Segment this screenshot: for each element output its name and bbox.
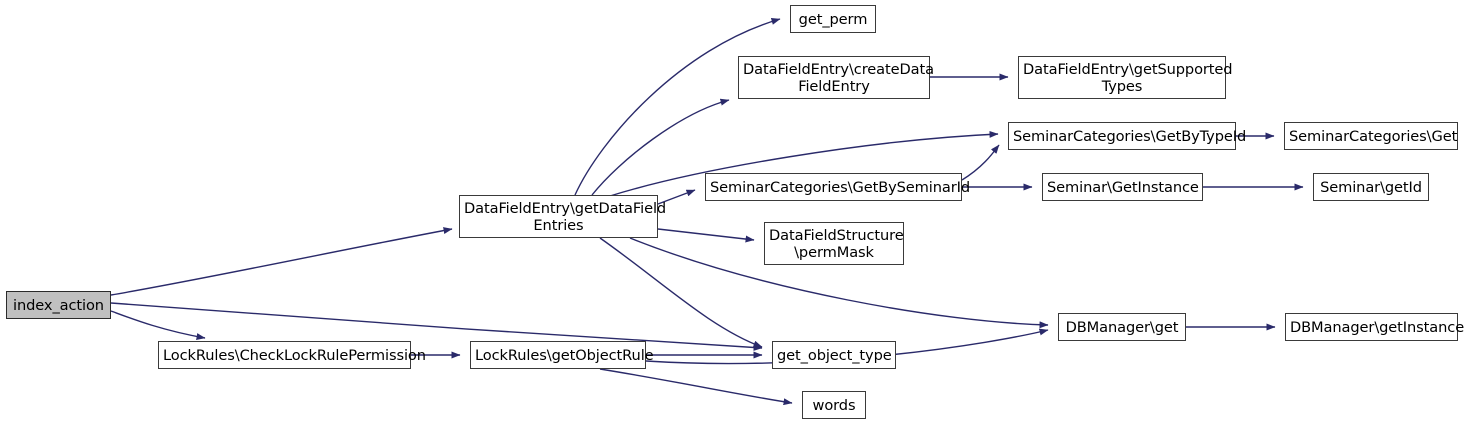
node-label: DBManager\get: [1065, 318, 1179, 336]
node-checkLockRulePermission[interactable]: LockRules\CheckLockRulePermission: [158, 341, 426, 369]
node-label: get_object_type: [777, 346, 892, 364]
node-label: SeminarCategories\GetByTypeId: [1013, 127, 1247, 145]
node-label: DataFieldEntry\createData FieldEntry: [743, 60, 934, 95]
node-getDataFieldEntries[interactable]: DataFieldEntry\getDataField Entries: [459, 195, 667, 238]
node-createDataFieldEntry[interactable]: DataFieldEntry\createData FieldEntry: [738, 56, 934, 99]
node-label: SeminarCategories\Get: [1289, 127, 1458, 145]
node-index_action[interactable]: index_action: [6, 291, 111, 319]
node-getByTypeId[interactable]: SeminarCategories\GetByTypeId: [1008, 122, 1247, 150]
node-label: DataFieldStructure \permMask: [769, 226, 904, 261]
edge-getObjectRule-to-words: [599, 368, 793, 406]
edge-getDataFieldEntries-to-get_perm: [574, 18, 781, 196]
node-seminarGetId[interactable]: Seminar\getId: [1313, 173, 1429, 201]
node-get_perm[interactable]: get_perm: [790, 5, 876, 33]
node-label: DBManager\getInstance: [1290, 318, 1464, 336]
edge-getDataFieldEntries-to-permMask: [657, 228, 755, 243]
node-seminarGetInstance[interactable]: Seminar\GetInstance: [1042, 173, 1203, 201]
node-label: DataFieldEntry\getDataField Entries: [464, 199, 667, 234]
node-label: DataFieldEntry\getSupported Types: [1023, 60, 1233, 95]
node-getBySeminarId[interactable]: SeminarCategories\GetBySeminarId: [705, 173, 971, 201]
node-dbManagerGet[interactable]: DBManager\get: [1058, 313, 1186, 341]
node-seminarCategoriesGet[interactable]: SeminarCategories\Get: [1284, 122, 1458, 150]
edge-index_action-to-getDataFieldEntries: [110, 227, 453, 296]
node-label: Seminar\getId: [1320, 178, 1422, 196]
node-permMask[interactable]: DataFieldStructure \permMask: [764, 222, 904, 265]
edge-getDataFieldEntries-to-get_object_type: [599, 237, 763, 348]
node-label: index_action: [13, 296, 104, 314]
node-label: words: [812, 396, 856, 414]
node-label: SeminarCategories\GetBySeminarId: [710, 178, 971, 196]
node-getSupportedTypes[interactable]: DataFieldEntry\getSupported Types: [1018, 56, 1233, 99]
node-label: Seminar\GetInstance: [1047, 178, 1199, 196]
node-label: get_perm: [798, 10, 868, 28]
node-label: LockRules\getObjectRule: [475, 346, 654, 364]
node-words[interactable]: words: [802, 391, 866, 419]
edge-getBySeminarId-to-getByTypeId: [961, 144, 1000, 181]
node-dbManagerGetInstance[interactable]: DBManager\getInstance: [1285, 313, 1464, 341]
edge-index_action-to-checkLockRulePermission: [110, 310, 206, 340]
node-label: LockRules\CheckLockRulePermission: [163, 346, 426, 364]
node-getObjectRule[interactable]: LockRules\getObjectRule: [470, 341, 654, 369]
node-get_object_type[interactable]: get_object_type: [772, 341, 896, 369]
